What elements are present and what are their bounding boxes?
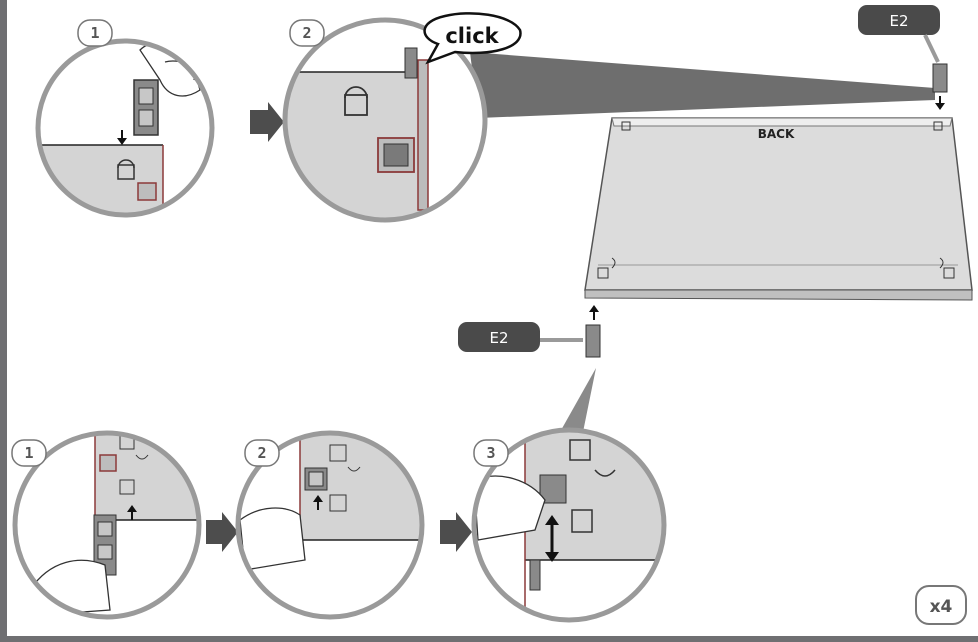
- left-edge-bar: [0, 0, 7, 642]
- part-e2-top: E2: [858, 5, 948, 110]
- click-callout-text: click: [445, 24, 499, 48]
- back-panel: BACK: [584, 117, 973, 301]
- bottom-step-1-number: 1: [24, 444, 33, 462]
- bottom-step-1-badge: 1: [11, 439, 47, 467]
- bottom-step-2-badge: 2: [244, 439, 280, 467]
- bottom-step-3-number: 3: [486, 444, 495, 462]
- quantity-text: x4: [930, 597, 953, 617]
- part-e2-bottom: E2: [458, 305, 601, 358]
- top-step-2-badge: 2: [289, 19, 325, 47]
- quantity-badge: x4: [915, 585, 967, 625]
- zoom-beam-top: [470, 52, 935, 118]
- back-panel-label: BACK: [758, 127, 795, 141]
- part-e2-bottom-label: E2: [489, 329, 508, 347]
- bottom-step-2-detail: [235, 430, 425, 620]
- zoom-beam-bottom: [560, 368, 596, 432]
- bottom-step-arrow-2: [440, 512, 472, 552]
- bottom-step-3-detail: [471, 427, 667, 623]
- top-step-1-number: 1: [90, 24, 99, 42]
- bottom-edge-bar: [0, 636, 978, 642]
- bottom-step-3-badge: 3: [473, 439, 509, 467]
- top-step-1-detail: [35, 38, 215, 218]
- part-e2-top-label: E2: [889, 12, 908, 30]
- top-step-arrow: [250, 102, 284, 142]
- bottom-step-arrow-1: [206, 512, 238, 552]
- top-step-2-number: 2: [302, 24, 311, 42]
- bottom-step-2-number: 2: [257, 444, 266, 462]
- top-step-1-badge: 1: [77, 19, 113, 47]
- click-callout: click: [423, 12, 522, 65]
